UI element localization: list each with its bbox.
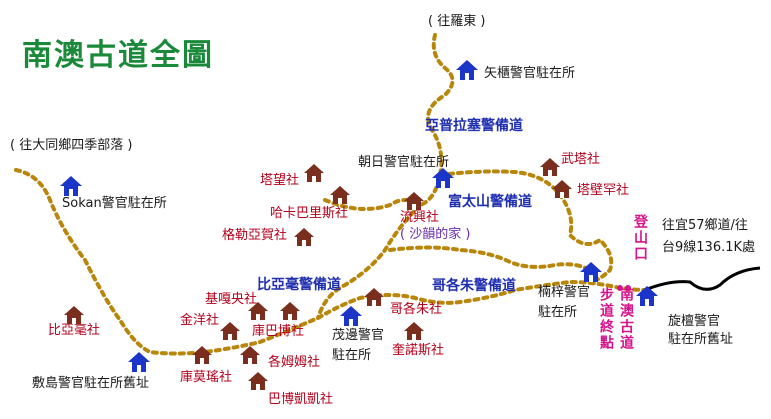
police-icon [580, 262, 602, 282]
road-yapulasai: 亞普拉塞警備道 [425, 118, 523, 134]
tribe-geleyahe: 格勒亞賀社 [222, 228, 288, 243]
police-icon [456, 60, 478, 80]
gegezhu-trail [388, 245, 592, 272]
police-sokan: Sokan警官駐在所 [62, 196, 167, 211]
label-to-yilan: 往宜57鄉道/往 [662, 218, 748, 233]
police-icon [60, 176, 82, 196]
police-maobian: 茂邊警官 [332, 328, 385, 343]
police-maobian-2: 駐在所 [332, 348, 372, 363]
road-biyahao: 比亞毫警備道 [257, 277, 341, 293]
police-shiguei: 矢櫃警官駐在所 [484, 66, 576, 81]
police-xuantan-2: 駐在所舊址 [668, 332, 734, 347]
tribe-liuxing: 流興社 [400, 210, 440, 225]
tribe-icon [64, 306, 84, 324]
tribe-kubabo: 庫巴博社 [252, 324, 305, 339]
tribe-icon [248, 302, 268, 320]
east-trail [438, 169, 614, 284]
map-title: 南澳古道全圖 [22, 38, 214, 73]
tribe-icon [304, 164, 324, 182]
tribe-icon [540, 158, 560, 176]
police-dunao: 敷島警官駐在所舊址 [32, 376, 150, 391]
entry-marker [617, 285, 631, 291]
note-nanao: 南澳古道 [618, 287, 634, 351]
tribe-icon [220, 322, 240, 340]
label-to-yilan-2: 台9線136.1K處 [662, 240, 756, 255]
tribe-kumolu: 庫莫瑤社 [180, 370, 233, 385]
police-icon [340, 306, 362, 326]
tribe-tabi: 塔壁罕社 [577, 183, 630, 198]
tribe-kuinuosi: 奎諾斯社 [392, 343, 445, 358]
tribe-icon [552, 180, 572, 198]
label-to-datong: ( 往大同鄉四季部落 ) [10, 138, 133, 153]
note-shayun: ( 沙韻的家 ) [400, 227, 471, 242]
note-buding: 步道終點 [598, 287, 614, 351]
police-icon [432, 168, 454, 188]
police-nanzi: 楠梓警官 [538, 285, 591, 300]
tribe-icon [294, 228, 314, 246]
tribe-bizhao: 比亞毫社 [48, 323, 101, 338]
tribe-icons [64, 158, 572, 390]
tribe-hakabali: 哈卡巴里斯社 [270, 206, 349, 221]
tribe-icon [404, 192, 424, 210]
police-icon [636, 286, 658, 306]
tribe-icon [192, 346, 212, 364]
police-chaori: 朝日警官駐在所 [358, 155, 450, 170]
tribe-icon [364, 288, 384, 306]
tribe-tawang: 塔望社 [260, 173, 300, 188]
tribe-babokai: 巴博凱凱社 [268, 392, 334, 407]
tribe-gemumu: 各姆姆社 [268, 355, 321, 370]
note-dengshankou: 登山口 [632, 214, 648, 262]
label-to-luodong: ( 往羅東 ) [428, 14, 486, 29]
tribe-icon [404, 322, 424, 340]
tribe-wuta: 武塔社 [561, 152, 601, 167]
yilan-road [644, 266, 761, 292]
tribe-jixiyang: 基嘎央社 [205, 292, 258, 307]
police-icon [128, 352, 150, 372]
road-gegezhu: 哥各朱警備道 [432, 278, 516, 294]
police-icons [60, 60, 658, 372]
loop-trail [316, 198, 424, 320]
tribe-icon [280, 302, 300, 320]
police-nanzi-2: 駐在所 [538, 305, 578, 320]
tribe-icon [240, 346, 260, 364]
road-futaishan: 富太山警備道 [448, 194, 532, 210]
police-xuantan: 旋檀警官 [668, 314, 721, 329]
tribe-jinyang: 金洋社 [180, 313, 220, 328]
tribe-icon [330, 186, 350, 204]
tribe-gegezhu: 哥各朱社 [390, 302, 443, 317]
tribe-icon [248, 372, 268, 390]
